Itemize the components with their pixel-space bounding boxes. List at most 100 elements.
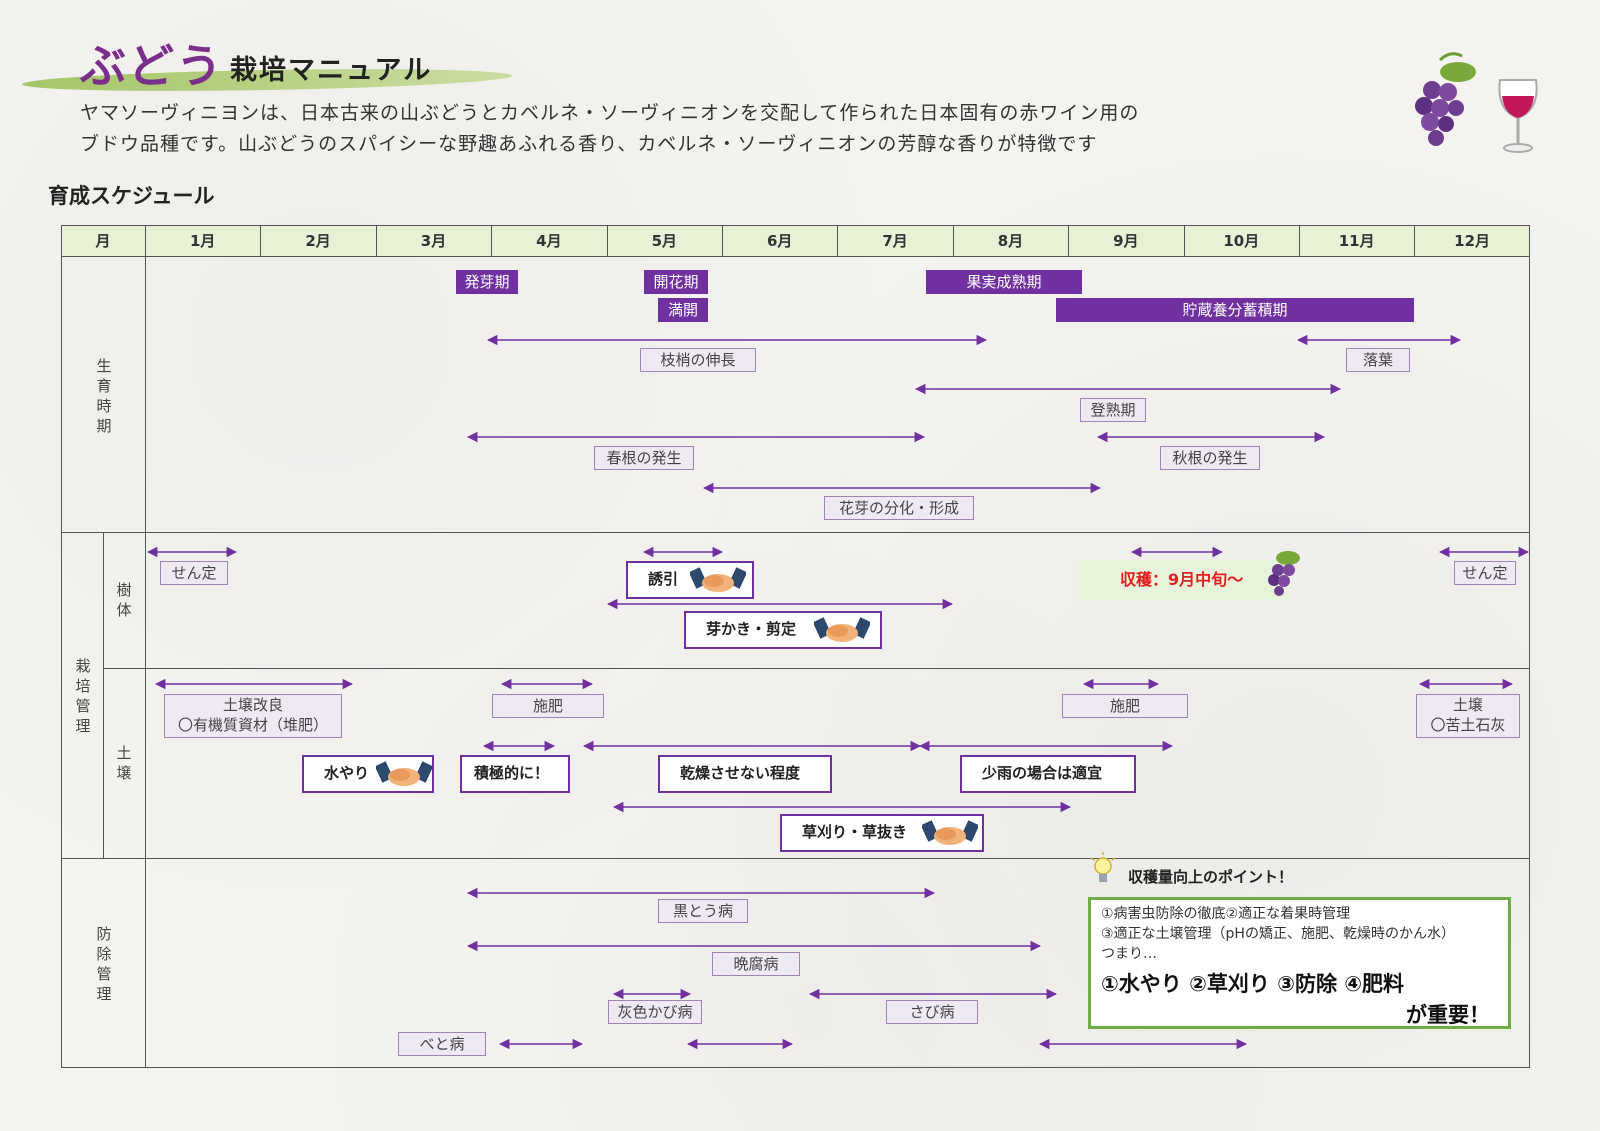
row-label-pest: 防除管理	[93, 924, 115, 1004]
label-soil-improve: 土壌改良 〇有機質資材（堆肥）	[164, 694, 342, 738]
task-weeding-text: 草刈り・草抜き	[802, 823, 908, 841]
month-header-8: 8月	[997, 232, 1024, 250]
month-divider	[837, 225, 839, 257]
intro-line-2: ブドウ品種です。山ぶどうのスパイシーな野趣あふれる香り、カベルネ・ソーヴィニオン…	[80, 133, 1098, 155]
label-late-rot: 晩腐病	[712, 952, 800, 976]
month-header-6: 6月	[766, 232, 793, 250]
task-watering: 水やり	[302, 755, 434, 793]
month-divider	[952, 225, 954, 257]
intro-line-1: ヤマソーヴィニヨンは、日本古来の山ぶどうとカベルネ・ソーヴィニオンを交配して作ら…	[80, 102, 1140, 124]
page-title: ぶどう	[80, 39, 224, 93]
month-divider	[145, 225, 146, 257]
month-divider	[1068, 225, 1070, 257]
label-lime-line1: 土壌	[1452, 696, 1483, 714]
task-active: 積極的に！	[460, 755, 570, 793]
phase-ripening: 果実成熟期	[926, 270, 1082, 294]
phase-germination: 発芽期	[456, 270, 518, 294]
label-column-divider	[145, 257, 146, 1068]
label-lime: 土壌 〇苦土石灰	[1416, 694, 1520, 738]
task-watering-text: 水やり	[324, 764, 370, 782]
grape-wine-icon	[1415, 52, 1538, 153]
month-divider	[722, 225, 723, 257]
month-header-11: 11月	[1338, 232, 1375, 250]
label-spring-root: 春根の発生	[594, 446, 694, 470]
label-gray-mold: 灰色かび病	[608, 1000, 702, 1024]
month-divider	[1414, 225, 1416, 257]
row-label-cultivation-text: 栽培管理	[75, 657, 91, 735]
phase-storage: 貯蔵養分蓄積期	[1056, 298, 1414, 322]
month-divider	[491, 225, 493, 257]
task-bud-thinning-text: 芽かき・剪定	[706, 620, 797, 638]
task-not-dry: 乾燥させない程度	[658, 755, 832, 793]
label-maturation: 登熟期	[1080, 398, 1146, 422]
month-header-12: 12月	[1454, 232, 1491, 250]
month-divider	[260, 225, 262, 257]
intro-text: ヤマソーヴィニヨンは、日本古来の山ぶどうとカベルネ・ソーヴィニオンを交配して作ら…	[80, 98, 1370, 160]
points-line-2: ③適正な土壌管理（pHの矯正、施肥、乾燥時のかん水）	[1101, 926, 1455, 942]
month-divider	[1183, 225, 1185, 257]
divider-growth	[61, 532, 1530, 533]
label-fert2: 施肥	[1062, 694, 1188, 718]
divider-tree	[103, 668, 1530, 669]
month-header-4: 4月	[536, 232, 562, 250]
row-label-tree: 樹体	[113, 580, 135, 620]
task-bud-thinning: 芽かき・剪定	[684, 611, 882, 649]
label-soil-improve-line2: 〇有機質資材（堆肥）	[177, 716, 328, 734]
row-label-pest-text: 防除管理	[96, 925, 112, 1003]
handshake-icon	[690, 567, 746, 592]
label-leaf-fall: 落葉	[1346, 348, 1410, 372]
row-label-tree-text: 樹体	[116, 581, 132, 619]
points-line-3: つまり…	[1101, 946, 1157, 962]
month-header-10: 10月	[1223, 232, 1260, 250]
month-divider	[1299, 225, 1300, 257]
row-label-growth-text: 生育時期	[96, 357, 112, 435]
month-header-7: 7月	[882, 232, 908, 250]
label-bud-diff: 花芽の分化・形成	[824, 496, 974, 520]
phase-flowering: 開花期	[644, 270, 708, 294]
month-header-9: 9月	[1113, 232, 1139, 250]
label-downy-mildew: べと病	[398, 1032, 486, 1056]
grape-icon-small	[1268, 551, 1300, 596]
wine-glass-icon	[1498, 79, 1538, 153]
label-pruning-end: せん定	[1454, 561, 1516, 585]
row-label-cultivation: 栽培管理	[72, 656, 94, 736]
section-title: 育成スケジュール	[48, 184, 215, 208]
row-label-soil: 土壌	[113, 743, 135, 783]
month-divider	[375, 225, 377, 257]
label-autumn-root: 秋根の発生	[1160, 446, 1260, 470]
lightbulb-icon	[1090, 852, 1116, 882]
points-box: ①病害虫防除の徹底②適正な着果時管理 ③適正な土壌管理（pHの矯正、施肥、乾燥時…	[1088, 897, 1511, 1029]
row-label-soil-text: 土壌	[116, 744, 132, 782]
label-rust: さび病	[886, 1000, 978, 1024]
month-header-label: 月	[95, 232, 111, 250]
handshake-icon	[814, 617, 870, 642]
label-fert1: 施肥	[492, 694, 604, 718]
task-training: 誘引	[626, 561, 754, 599]
task-weeding: 草刈り・草抜き	[780, 814, 984, 852]
sub-label-divider	[103, 532, 104, 858]
month-header-2: 2月	[305, 232, 331, 250]
harvest-banner: 収穫：9月中旬～	[1078, 560, 1290, 600]
label-soil-improve-line1: 土壌改良	[222, 696, 283, 714]
label-shoot-growth: 枝梢の伸長	[640, 348, 756, 372]
label-lime-line2: 〇苦土石灰	[1430, 716, 1506, 734]
grape-icon	[1415, 52, 1476, 146]
month-header-3: 3月	[420, 232, 447, 250]
phase-full-bloom: 満開	[658, 298, 708, 322]
divider-cultivation	[61, 858, 1530, 859]
points-key-items: ①水やり ②草刈り ③防除 ④肥料	[1101, 972, 1405, 996]
label-pruning: せん定	[160, 561, 228, 585]
points-line-1: ①病害虫防除の徹底②適正な着果時管理	[1101, 906, 1351, 922]
handshake-icon	[922, 820, 978, 845]
task-training-text: 誘引	[648, 570, 679, 588]
month-header-1: 1月	[189, 232, 216, 250]
month-header-row	[61, 225, 1530, 257]
task-little-rain: 少雨の場合は適宜	[960, 755, 1136, 793]
month-divider	[606, 225, 608, 257]
harvest-text: 収穫：9月中旬～	[1120, 570, 1244, 589]
page-subtitle: 栽培マニュアル	[230, 55, 433, 86]
points-important: が重要！	[1406, 1003, 1490, 1027]
points-title: 収穫量向上のポイント！	[1128, 868, 1294, 886]
